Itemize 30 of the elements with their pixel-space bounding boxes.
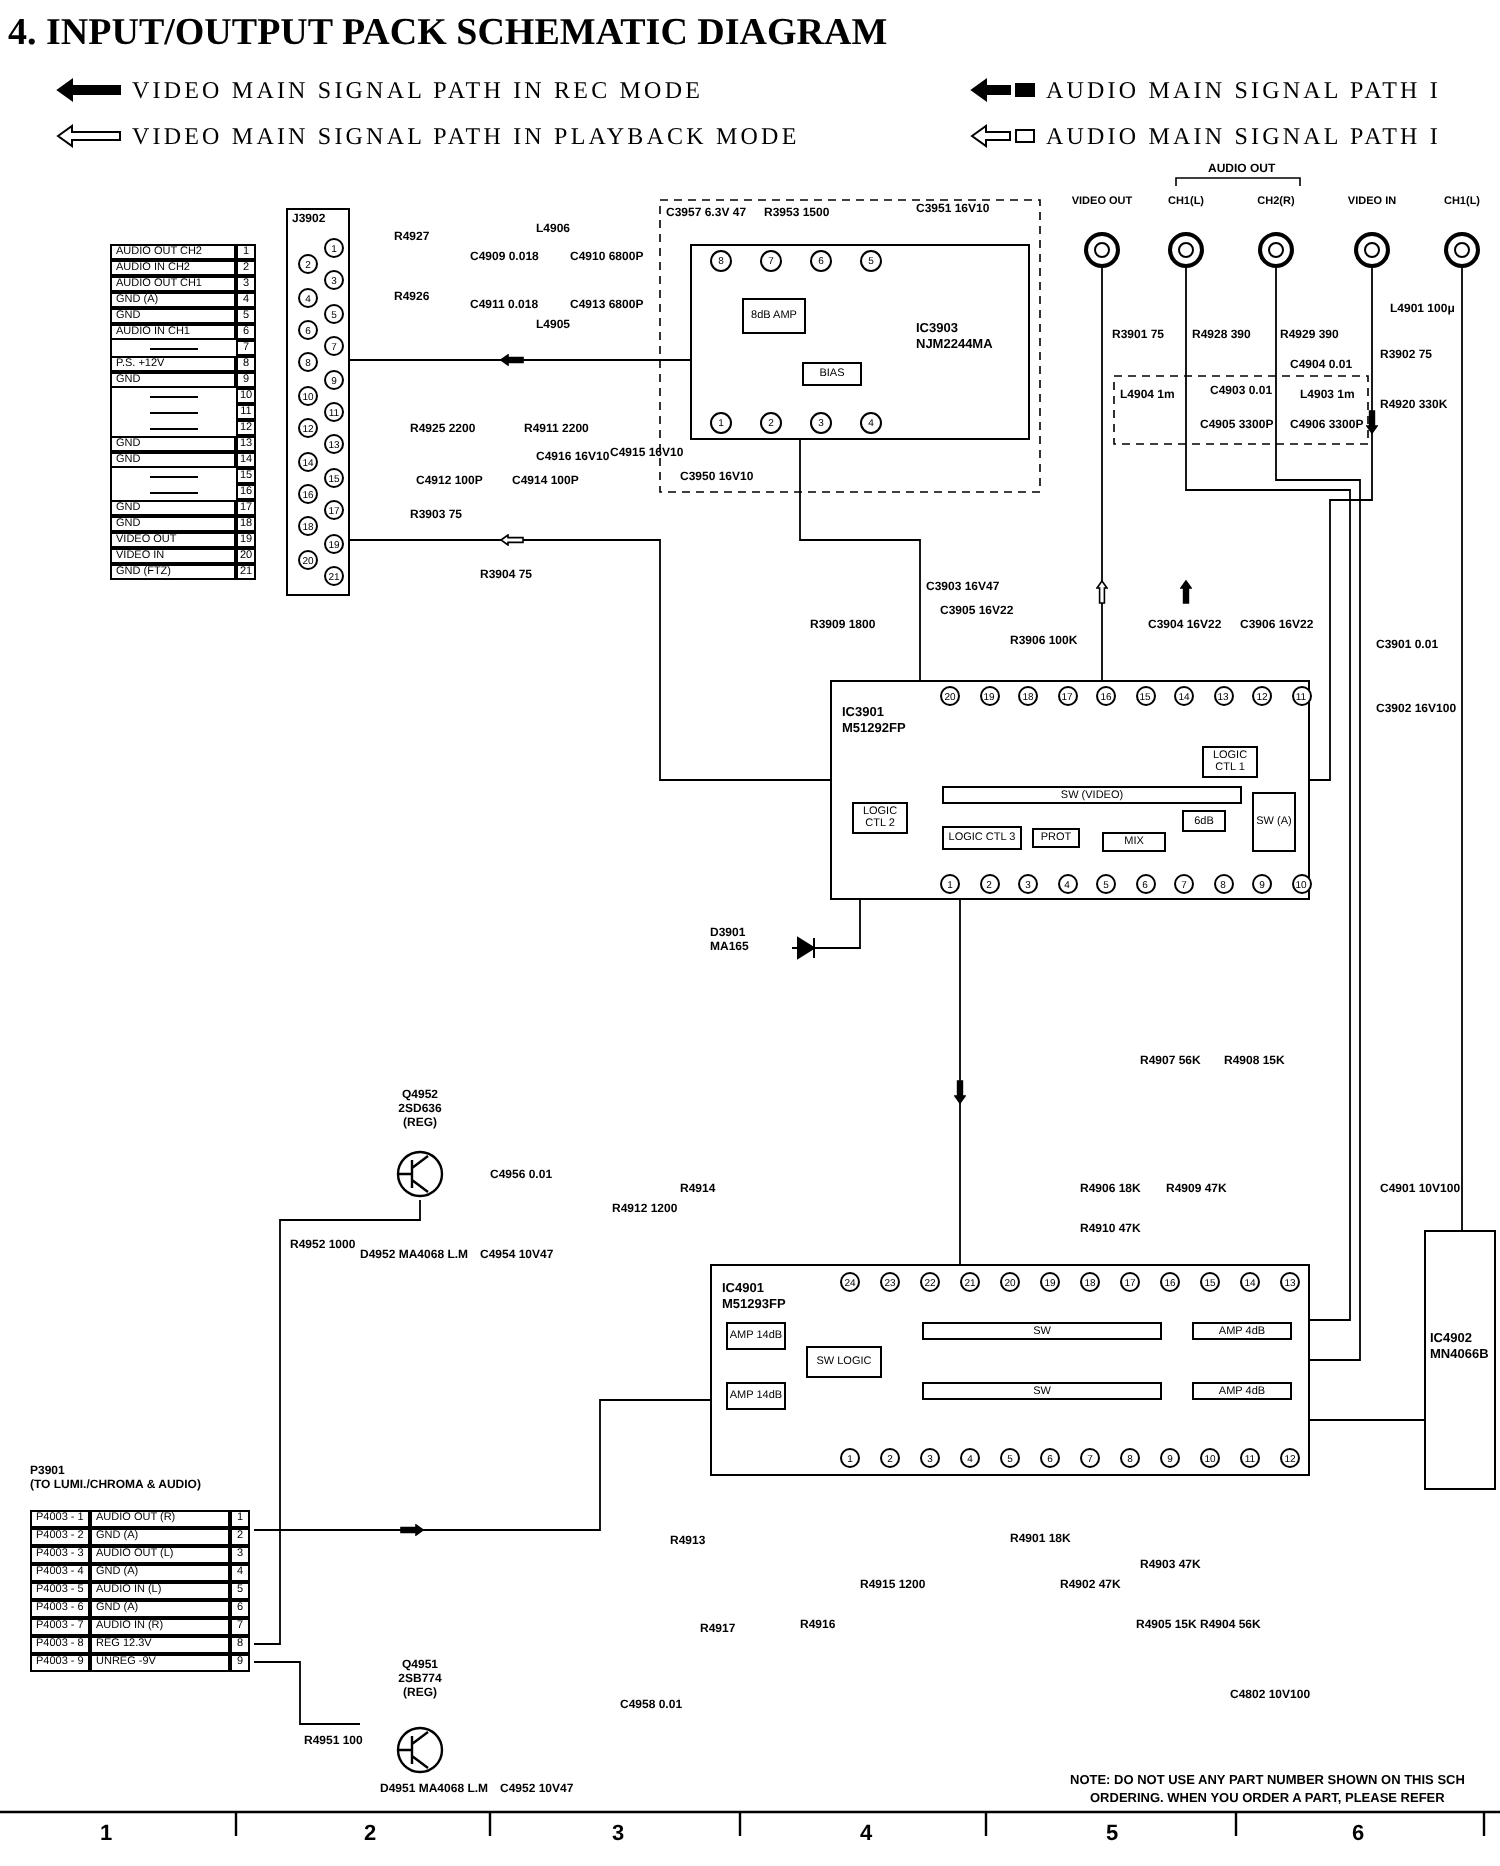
legend-text: VIDEO MAIN SIGNAL PATH IN PLAYBACK MODE (132, 122, 800, 152)
wire (819, 899, 861, 949)
wire (253, 1399, 711, 1531)
legend-text: VIDEO MAIN SIGNAL PATH IN REC MODE (132, 76, 704, 106)
grid-number: 3 (612, 1822, 625, 1846)
wire (1461, 267, 1463, 1231)
wire (799, 439, 921, 681)
wire (959, 899, 961, 1265)
legend-text: AUDIO MAIN SIGNAL PATH I (1046, 122, 1442, 152)
ic-chip (690, 244, 1030, 440)
grid-number: 2 (364, 1822, 377, 1846)
wire (1309, 1419, 1425, 1421)
grid-number: 6 (1352, 1822, 1365, 1846)
grid-number: 4 (860, 1822, 873, 1846)
legend-text: AUDIO MAIN SIGNAL PATH I (1046, 76, 1442, 106)
wire (1275, 267, 1361, 1361)
wire (253, 1199, 421, 1645)
title: 4. INPUT/OUTPUT PACK SCHEMATIC DIAGRAM (8, 12, 888, 56)
wire (1309, 267, 1373, 781)
grid-number: 1 (100, 1822, 113, 1846)
ic-chip (830, 680, 1310, 900)
wire (349, 539, 831, 781)
ic-chip (710, 1264, 1310, 1476)
wire (253, 1661, 361, 1725)
wire (349, 359, 691, 361)
ic-chip (1424, 1230, 1496, 1490)
wire (1185, 267, 1351, 1321)
grid-number: 5 (1106, 1822, 1119, 1846)
wire (1101, 267, 1103, 681)
connector-block (286, 208, 350, 596)
